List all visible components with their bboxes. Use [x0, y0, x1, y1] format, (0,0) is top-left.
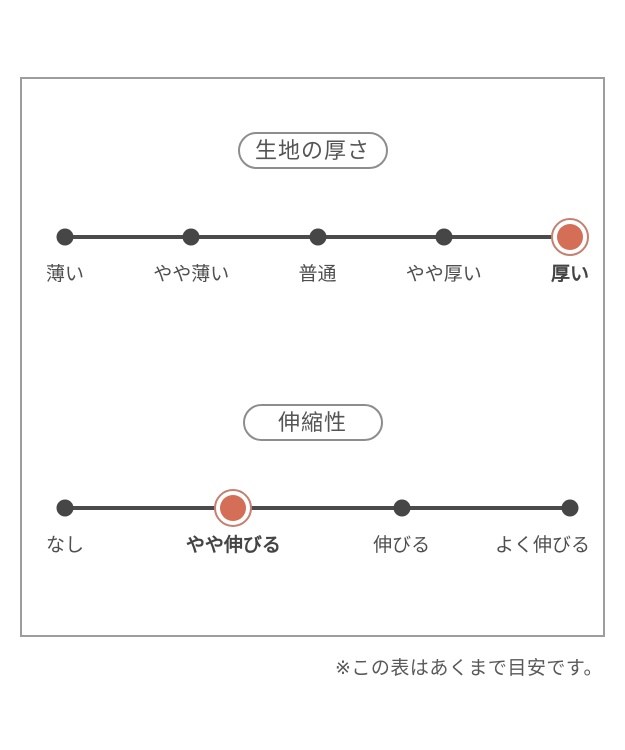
selected-marker-icon: [557, 224, 583, 250]
thickness-dot-thick-selected: [551, 218, 589, 256]
selected-marker-icon: [220, 495, 247, 521]
stretch-option-label: よく伸びる: [494, 535, 590, 556]
thickness-dot-slightly-thick: [435, 228, 453, 246]
stretch-dot-very-stretchy: [561, 499, 579, 517]
thickness-option-label: やや厚い: [405, 264, 482, 285]
stretch-dot-slight-selected: [214, 489, 253, 527]
stretch-dot-stretches: [393, 499, 411, 517]
stretch-option-label: なし: [45, 535, 85, 556]
thickness-option-label: 普通: [298, 264, 337, 285]
thickness-option-label: やや薄い: [153, 264, 230, 285]
stretch-scale-track: [65, 506, 570, 510]
stretch-option-label-selected: やや伸びる: [185, 535, 281, 556]
stretch-option-label: 伸びる: [373, 535, 431, 556]
stretch-title-pill: 伸縮性: [242, 404, 383, 441]
thickness-dot-thin: [56, 228, 74, 246]
stretch-dot-none: [56, 499, 74, 517]
guide-panel: 生地の厚さ 薄い やや薄い 普通 やや厚い 厚い 伸縮性: [20, 77, 605, 637]
thickness-dot-slightly-thin: [182, 228, 200, 246]
thickness-dot-normal: [309, 228, 326, 246]
thickness-option-label: 薄い: [45, 264, 85, 285]
thickness-option-label-selected: 厚い: [550, 264, 590, 285]
disclaimer-note: ※この表はあくまで目安です。: [334, 658, 603, 679]
thickness-title-pill: 生地の厚さ: [237, 132, 388, 169]
